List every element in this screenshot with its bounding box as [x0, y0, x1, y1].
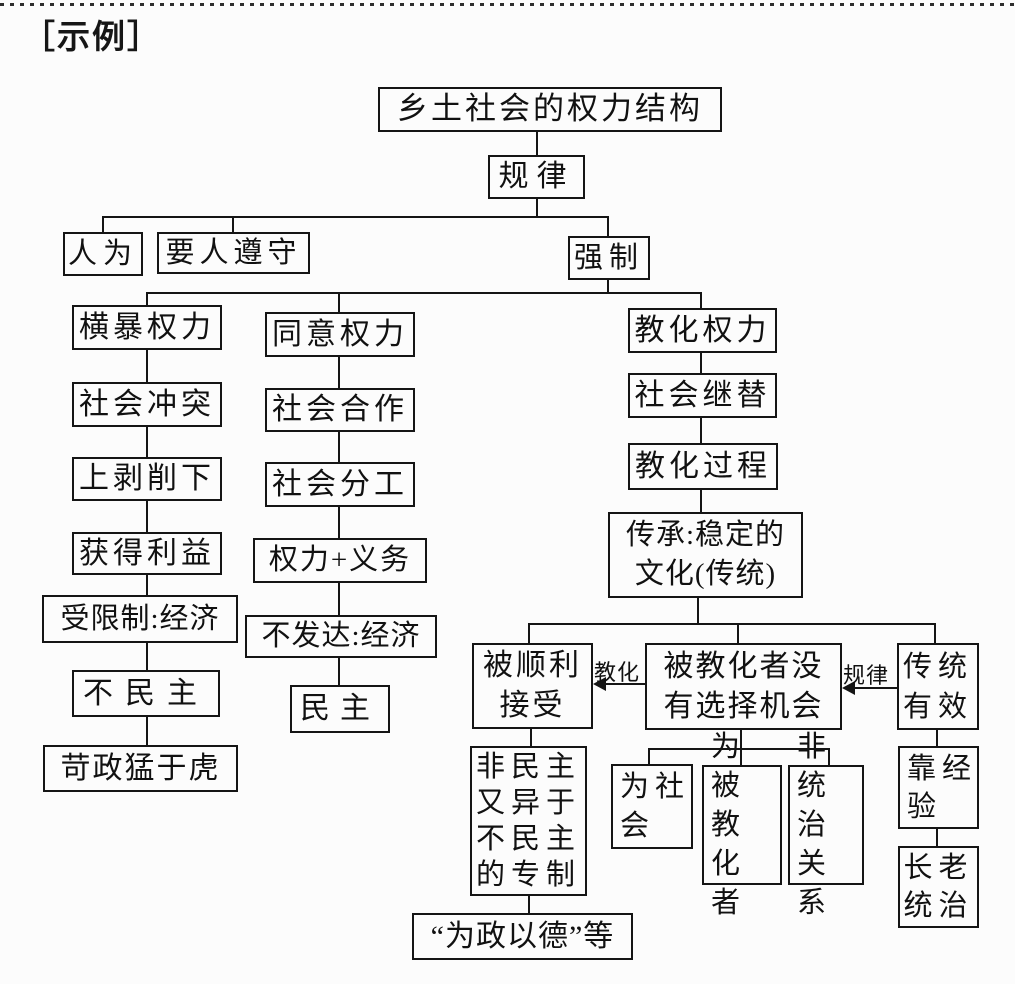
connector-line	[936, 829, 938, 846]
connector-line	[146, 292, 702, 294]
node-rule: 规律	[488, 155, 585, 199]
node-rely-on-experience: 靠经 验	[898, 746, 979, 829]
connector-line	[146, 501, 148, 532]
node-education-process: 教化过程	[628, 443, 778, 490]
node-democracy: 民主	[290, 685, 390, 733]
node-gain-benefit: 获得利益	[72, 532, 222, 575]
node-for-society: 为社 会	[611, 764, 693, 849]
connector-line	[648, 748, 830, 750]
connector-line	[146, 292, 148, 305]
connector-line	[607, 280, 609, 294]
node-social-succession: 社会继替	[628, 373, 777, 418]
connector-line	[697, 598, 699, 624]
connector-line	[146, 575, 148, 595]
node-no-choice-for-educated: 被教化者没 有选择机会	[645, 643, 842, 730]
node-govern-by-virtue: “为政以德”等	[412, 913, 633, 960]
connector-line	[338, 357, 340, 388]
edge-label-education: 教化	[594, 660, 641, 685]
education-arrow-line	[604, 683, 645, 685]
connector-line	[530, 729, 532, 746]
node-undemocratic: 不民主	[72, 670, 220, 717]
section-header: ［示例］	[22, 20, 162, 56]
node-social-cooperation: 社会合作	[265, 388, 415, 432]
node-must-obey: 要人遵守	[157, 232, 310, 274]
connector-line	[338, 507, 340, 538]
connector-line	[607, 216, 609, 236]
node-non-ruling-relation: 非统 治关 系	[788, 731, 864, 919]
node-educational-power: 教化权力	[628, 308, 777, 353]
connector-line	[934, 623, 936, 643]
connector-line	[338, 583, 340, 615]
connector-line	[338, 432, 340, 462]
node-man-made: 人为	[63, 232, 143, 276]
arrowhead-left-icon	[593, 677, 606, 691]
connector-line	[828, 748, 830, 765]
node-rights-plus-duties: 权力+义务	[253, 538, 427, 583]
connector-line	[740, 730, 742, 749]
node-social-conflict: 社会冲突	[72, 382, 222, 427]
connector-line	[536, 132, 538, 155]
node-inherit-stable-culture: 传承:稳定的 文化(传统)	[608, 512, 803, 598]
connector-line	[700, 353, 702, 373]
node-coercion: 强制	[568, 236, 650, 280]
rule-arrow-line	[854, 687, 897, 689]
edge-label-rule: 规律	[843, 663, 890, 688]
connector-line	[528, 623, 530, 643]
connector-line	[338, 292, 340, 312]
connector-line	[700, 490, 702, 512]
connector-line	[536, 199, 538, 217]
arrowhead-left-icon	[842, 681, 855, 695]
node-underdeveloped-economy: 不发达:经济	[245, 615, 437, 658]
connector-line	[146, 350, 148, 382]
connector-line	[700, 418, 702, 443]
connector-line	[737, 623, 739, 643]
connector-line	[232, 216, 234, 232]
node-consent-power: 同意权力	[265, 312, 415, 357]
top-dotted-divider	[0, 3, 1015, 6]
connector-line	[146, 717, 148, 745]
node-top-exploits-bottom: 上剥削下	[72, 457, 222, 501]
connector-line	[528, 896, 530, 913]
connector-line	[146, 427, 148, 457]
node-elder-rule: 长老 统治	[898, 846, 979, 928]
connector-line	[102, 216, 609, 218]
connector-line	[740, 748, 742, 765]
connector-line	[700, 292, 702, 308]
node-tradition-effective: 传统 有效	[897, 643, 979, 730]
node-division-of-labor: 社会分工	[265, 462, 415, 507]
connector-line	[102, 216, 104, 232]
connector-line	[936, 730, 938, 746]
node-neither-democratic-despotism: 非民主 又异于 不民主 的专制	[470, 746, 587, 896]
node-smoothly-accepted: 被顺利 接受	[472, 643, 593, 729]
connector-line	[338, 658, 340, 685]
node-tyranny-fiercer-than-tiger: 苛政猛于虎	[43, 745, 238, 792]
node-for-the-educated: 为被 教化 者	[702, 731, 782, 919]
node-limited-by-economy: 受限制:经济	[42, 595, 238, 643]
connector-line	[146, 643, 148, 670]
node-rural-power-structure: 乡土社会的权力结构	[378, 87, 722, 132]
connector-line	[648, 748, 650, 764]
connector-line	[528, 623, 936, 625]
node-despotic-power: 横暴权力	[72, 305, 222, 350]
